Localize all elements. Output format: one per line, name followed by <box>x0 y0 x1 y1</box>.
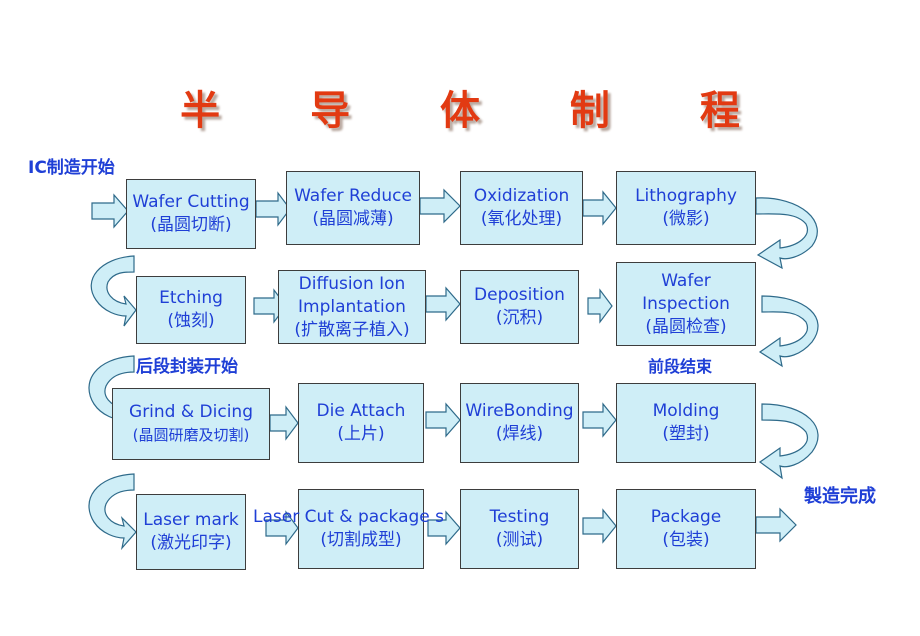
arrow-icon <box>582 508 617 544</box>
step-zh-label: (蚀刻) <box>167 311 215 331</box>
arrow-icon <box>755 507 797 543</box>
arrow-icon <box>425 402 461 438</box>
step-zh-label: (晶圆研磨及切割) <box>132 426 250 444</box>
step-box: Testing (测试) <box>460 489 579 569</box>
step-zh-label: (塑封) <box>662 424 710 444</box>
step-en-label: Lithography <box>635 186 737 206</box>
step-en-label: Testing <box>489 507 550 527</box>
step-en-label: Diffusion Ion <box>298 273 406 294</box>
manufacturing-done-label: 製造完成 <box>804 486 876 507</box>
step-zh-label: (晶圆检查) <box>645 316 727 337</box>
step-en-label: Package <box>650 507 722 527</box>
step-en-label: Wafer Cutting <box>132 192 250 212</box>
curved-arrow-icon <box>90 255 137 327</box>
step-box: Molding (塑封) <box>616 383 756 463</box>
curved-arrow-icon <box>758 403 819 480</box>
arrow-icon <box>425 286 461 322</box>
step-zh-label: (焊线) <box>495 424 544 444</box>
step-box: Wafer Cutting (晶圆切断) <box>126 179 256 249</box>
step-en-label: Implantation <box>298 296 406 317</box>
step-zh-label: (微影) <box>662 209 710 229</box>
step-zh-label: (氧化处理) <box>480 209 563 229</box>
arrow-icon <box>582 190 617 226</box>
step-zh-label: (晶圆减薄) <box>312 209 394 229</box>
step-en-label: Deposition <box>474 285 565 305</box>
curved-arrow-icon <box>758 295 819 368</box>
step-en-label: Etching <box>159 288 223 308</box>
step-zh-label: (切割成型) <box>320 530 402 550</box>
page-title: 半 导 体 制 程 <box>180 87 778 134</box>
arrow-icon <box>582 402 617 438</box>
step-zh-label: (沉积) <box>495 308 544 328</box>
step-box: Wafer Inspection (晶圆检查) <box>616 262 756 346</box>
frontend-end-label: 前段结束 <box>648 357 713 376</box>
step-en-label: Grind & Dicing <box>129 402 253 422</box>
step-zh-label: (上片) <box>337 424 385 444</box>
step-box: Laser Cut & package saw (切割成型) <box>253 489 443 569</box>
step-box: Etching (蚀刻) <box>136 276 246 344</box>
step-zh-label: (包装) <box>662 530 710 550</box>
step-en-label: Oxidization <box>473 186 570 206</box>
step-box: Oxidization (氧化处理) <box>460 171 583 245</box>
step-zh-label: (晶圆切断) <box>150 215 232 235</box>
step-en-label: Molding <box>652 401 720 421</box>
step-en-label: Inspection <box>642 293 730 314</box>
step-en-label: Wafer <box>661 270 711 291</box>
step-box: Wafer Reduce (晶圆减薄) <box>286 171 420 245</box>
arrow-icon <box>427 510 461 546</box>
step-en-label: Laser Cut & package saw <box>253 507 443 527</box>
step-box: Lithography (微影) <box>616 171 756 245</box>
step-box: Grind & Dicing (晶圆研磨及切割) <box>112 388 270 460</box>
step-box: Diffusion Ion Implantation (扩散离子植入) <box>278 270 426 344</box>
step-box: Die Attach (上片) <box>298 383 424 463</box>
step-box: Deposition (沉积) <box>460 270 579 344</box>
step-en-label: Die Attach <box>316 401 406 421</box>
arrow-icon <box>419 188 461 224</box>
ic-start-label: IC制造开始 <box>28 158 115 178</box>
arrow-icon <box>269 405 299 441</box>
step-box: Package (包装) <box>616 489 756 569</box>
curved-arrow-icon <box>88 473 137 551</box>
arrow-icon <box>255 191 291 227</box>
arrow-icon <box>587 288 613 324</box>
step-en-label: Wafer Reduce <box>294 186 412 206</box>
step-zh-label: (测试) <box>495 530 544 550</box>
step-en-label: Laser mark <box>143 510 239 530</box>
curved-arrow-icon <box>755 197 818 270</box>
backend-start-label: 后段封装开始 <box>136 357 238 377</box>
step-zh-label: (激光印字) <box>150 533 232 553</box>
arrow-icon <box>91 193 129 229</box>
step-zh-label: (扩散离子植入) <box>294 319 410 340</box>
arrow-icon <box>265 510 299 546</box>
step-en-label: WireBonding <box>465 401 574 421</box>
step-box: Laser mark (激光印字) <box>136 494 246 570</box>
step-box: WireBonding (焊线) <box>460 383 579 463</box>
